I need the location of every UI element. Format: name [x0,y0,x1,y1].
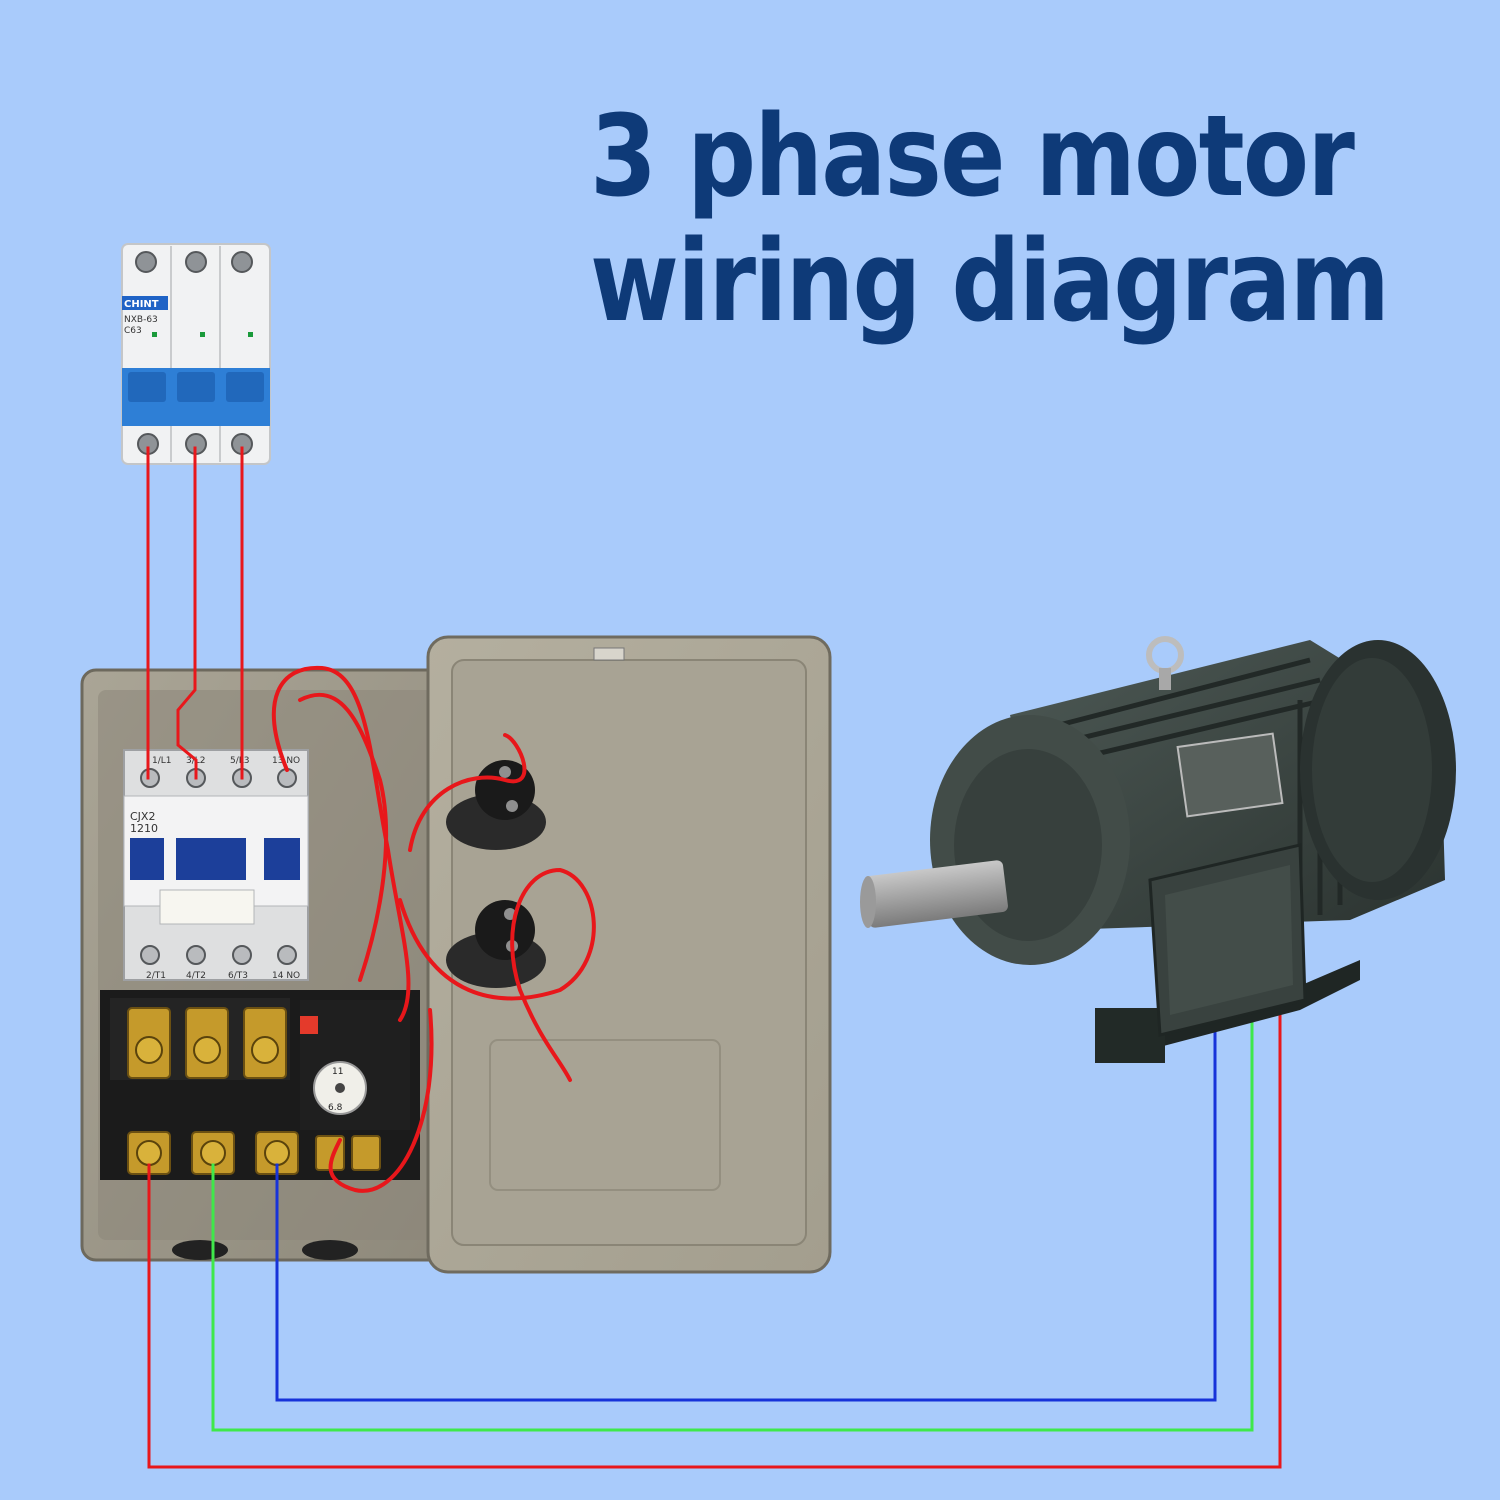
wire-red-l2 [176,446,198,780]
circuit-breaker-icon: CHINT NXB-63 C63 [121,243,271,465]
control-wiring [271,665,596,1193]
wire-blue-t3 [275,990,1217,1402]
overload-dial-bottom: 6.8 [328,1103,343,1113]
title-line-1: 3 phase motor [590,92,1355,222]
contactor-terminal-l1: 1/L1 [152,756,172,766]
wire-red-t1 [147,941,1282,1469]
contactor-model-2: 1210 [130,822,158,835]
contactor-icon: CJX2 1210 1/L1 3/L2 5/L3 13 NO 2/T1 4/T2… [123,749,309,981]
contactor-terminal-l3: 5/L3 [230,756,250,766]
contactor-terminal-t2: 4/T2 [186,971,206,981]
contactor-terminal-t3: 6/T3 [228,971,248,981]
breaker-rating: C63 [124,326,142,336]
push-button-icon [446,760,546,988]
power-wiring [146,446,1282,1469]
contactor-terminal-t1: 2/T1 [146,971,166,981]
breaker-model: NXB-63 [124,315,158,325]
title-line-2: wiring diagram [590,217,1390,347]
contactor-model-1: CJX2 [130,810,155,823]
contactor-terminal-14no: 14 NO [272,971,300,981]
overload-dial-top: 11 [332,1067,343,1077]
overload-relay-icon: 11 6.8 [100,990,420,1180]
breaker-brand: CHINT [124,299,159,310]
contactor-terminal-13no: 13 NO [272,756,300,766]
page-title: 3 phase motor wiring diagram [590,92,1390,347]
three-phase-motor-icon [860,636,1456,1063]
wire-green-t2 [211,970,1254,1432]
